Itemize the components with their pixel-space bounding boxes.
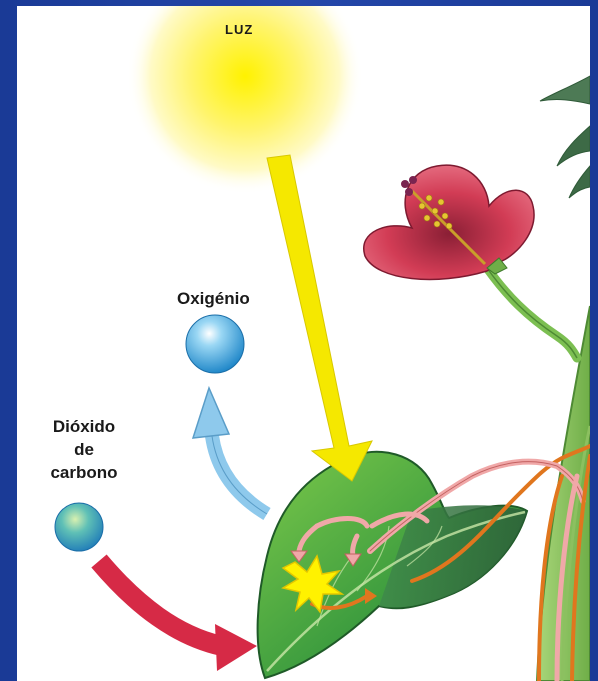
background-leaves	[540, 76, 590, 198]
oxygen-arrow	[193, 388, 267, 514]
diagram-panel: LUZ Oxigénio Dióxido de carbono	[17, 6, 590, 681]
flower-stalk	[487, 268, 577, 358]
co2-label-line2: de	[39, 438, 129, 461]
hibiscus-flower	[364, 165, 534, 279]
co2-label: Dióxido de carbono	[39, 415, 129, 484]
oxygen-molecule	[186, 315, 244, 373]
co2-molecule	[55, 503, 103, 551]
light-label: LUZ	[225, 22, 253, 37]
oxygen-label: Oxigénio	[177, 289, 250, 309]
co2-label-line3: carbono	[39, 461, 129, 484]
co2-label-line1: Dióxido	[39, 415, 129, 438]
light-arrow	[267, 155, 372, 481]
co2-arrow	[99, 561, 257, 671]
photosynthesis-diagram	[17, 6, 590, 681]
